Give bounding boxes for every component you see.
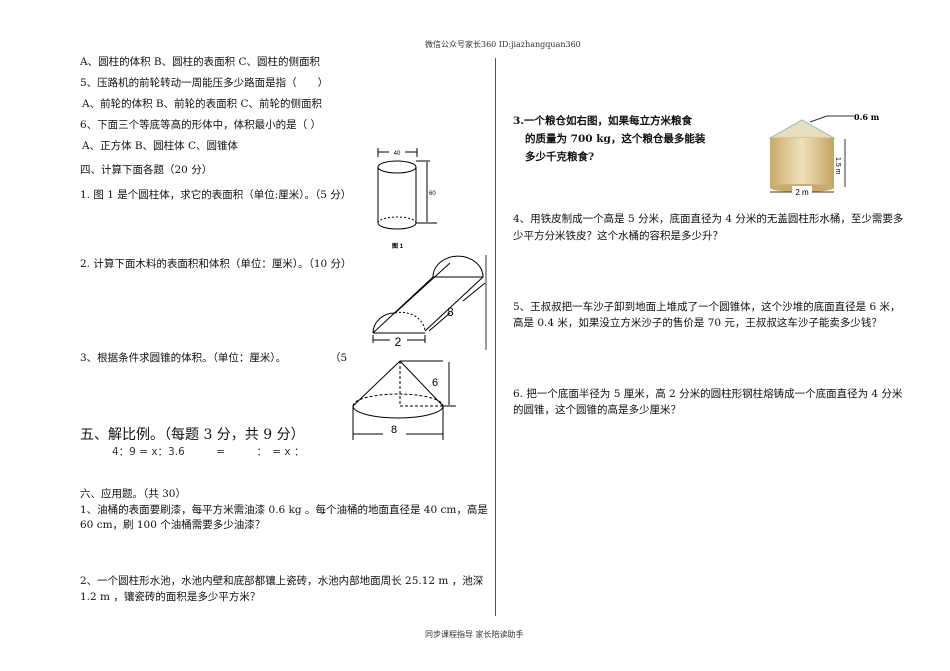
r-q3-line1: 3.一个粮仓如右图，如果每立方米粮食 — [513, 115, 692, 127]
s4-q3: 3、根据条件求圆锥的体积。（单位：厘米）。 — [80, 352, 287, 364]
half-cylinder-wood-figure: 2 8 — [372, 255, 487, 350]
granary-figure: 0.6 m 1.5 m 2 m — [768, 112, 880, 197]
section-5-heading: 五、解比例。（每题 3 分，共 9 分） — [80, 427, 305, 443]
q5-options: A、前轮的体积 B、前轮的表面积 C、前轮的侧面积 — [82, 98, 323, 110]
r-q5-line2: 高是 0.4 米，如果没立方米沙子的售价是 70 元，王叔叔这车沙子能卖多少钱？ — [513, 317, 882, 329]
fig2-width-label: 2 — [395, 335, 402, 349]
section-4-heading: 四、计算下面各题（20 分） — [80, 164, 213, 176]
q6-text: 6、下面三个等底等高的形体中，体积最小的是（ ） — [80, 119, 322, 131]
header-watermark: 微信公众号家长360 ID:jiazhangquan360 — [425, 40, 581, 49]
r-q3-line3: 多少千克粮食? — [525, 151, 595, 163]
fig2-length-label: 8 — [447, 305, 454, 319]
q5-text: 5、压路机的前轮转动一周能压多少路面是指（ ） — [80, 77, 329, 89]
section-6-heading: 六、应用题。（共 30） — [80, 488, 186, 500]
r-q6-line2: 的圆锥，这个圆锥的高是多少厘米？ — [513, 404, 681, 416]
fig3-height-label: 6 — [432, 377, 438, 389]
r-q5-line1: 5、王叔叔把一车沙子卸到地面上堆成了一个圆锥体，这个沙堆的底面直径是 6 米， — [513, 301, 901, 313]
fig1-caption: 图 1 — [392, 242, 404, 250]
s6-q2-line1: 2、一个圆柱形水池，水池内壁和底部都镶上瓷砖，水池内部地面周长 25.12 m … — [80, 575, 484, 587]
granary-cone-height-label: 0.6 m — [854, 112, 880, 122]
granary-height-label: 1.5 m — [834, 157, 841, 175]
s6-q2-line2: 1.2 m ，镶瓷砖的面积是多少平方米？ — [80, 591, 261, 603]
cone-figure: 6 8 — [352, 360, 456, 440]
s4-q1: 1. 图 1 是个圆柱体，求它的表面积（单位:厘米）。（5 分） — [80, 189, 352, 201]
fig1-height-label: 60 — [429, 191, 436, 197]
s6-q1-line2: 60 cm，刷 100 个油桶需要多少油漆？ — [80, 519, 266, 531]
r-q4-line2: 少平方分米铁皮？这个水桶的容积是多少升？ — [513, 230, 723, 242]
q4-options: A、圆柱的体积 B、圆柱的表面积 C、圆柱的侧面积 — [80, 56, 321, 68]
column-divider — [495, 58, 496, 616]
fig1-diameter-label: 40 — [394, 151, 401, 157]
cylinder-figure: 40 60 图 1 — [377, 148, 437, 250]
s4-q3-points: （5 — [330, 352, 348, 364]
r-q4-line1: 4、用铁皮制成一个高是 5 分米，底面直径为 4 分米的无盖圆柱形水桶，至少需要… — [513, 213, 904, 225]
footer-text: 同步课程指导 家长陪读助手 — [425, 630, 524, 639]
s6-q1-line1: 1、油桶的表面要刷漆，每平方米需油漆 0.6 kg 。每个油桶的地面直径是 40… — [80, 504, 488, 516]
s4-q2: 2. 计算下面木料的表面积和体积（单位：厘米）。（10 分） — [80, 258, 352, 270]
q6-options: A、正方体 B、圆柱体 C、圆锥体 — [82, 140, 239, 152]
fig3-diameter-label: 8 — [391, 424, 397, 436]
granary-diameter-label: 2 m — [795, 188, 809, 197]
proportion-equations: 4：9 = x：3.6 = ： = x ： — [112, 446, 305, 458]
r-q6-line1: 6. 把一个底面半径为 5 厘米，高 2 分米的圆柱形钢柱熔铸成一个底面直径为 … — [513, 388, 903, 400]
r-q3-line2: 的质量为 700 kg，这个粮仓最多能装 — [525, 133, 706, 145]
